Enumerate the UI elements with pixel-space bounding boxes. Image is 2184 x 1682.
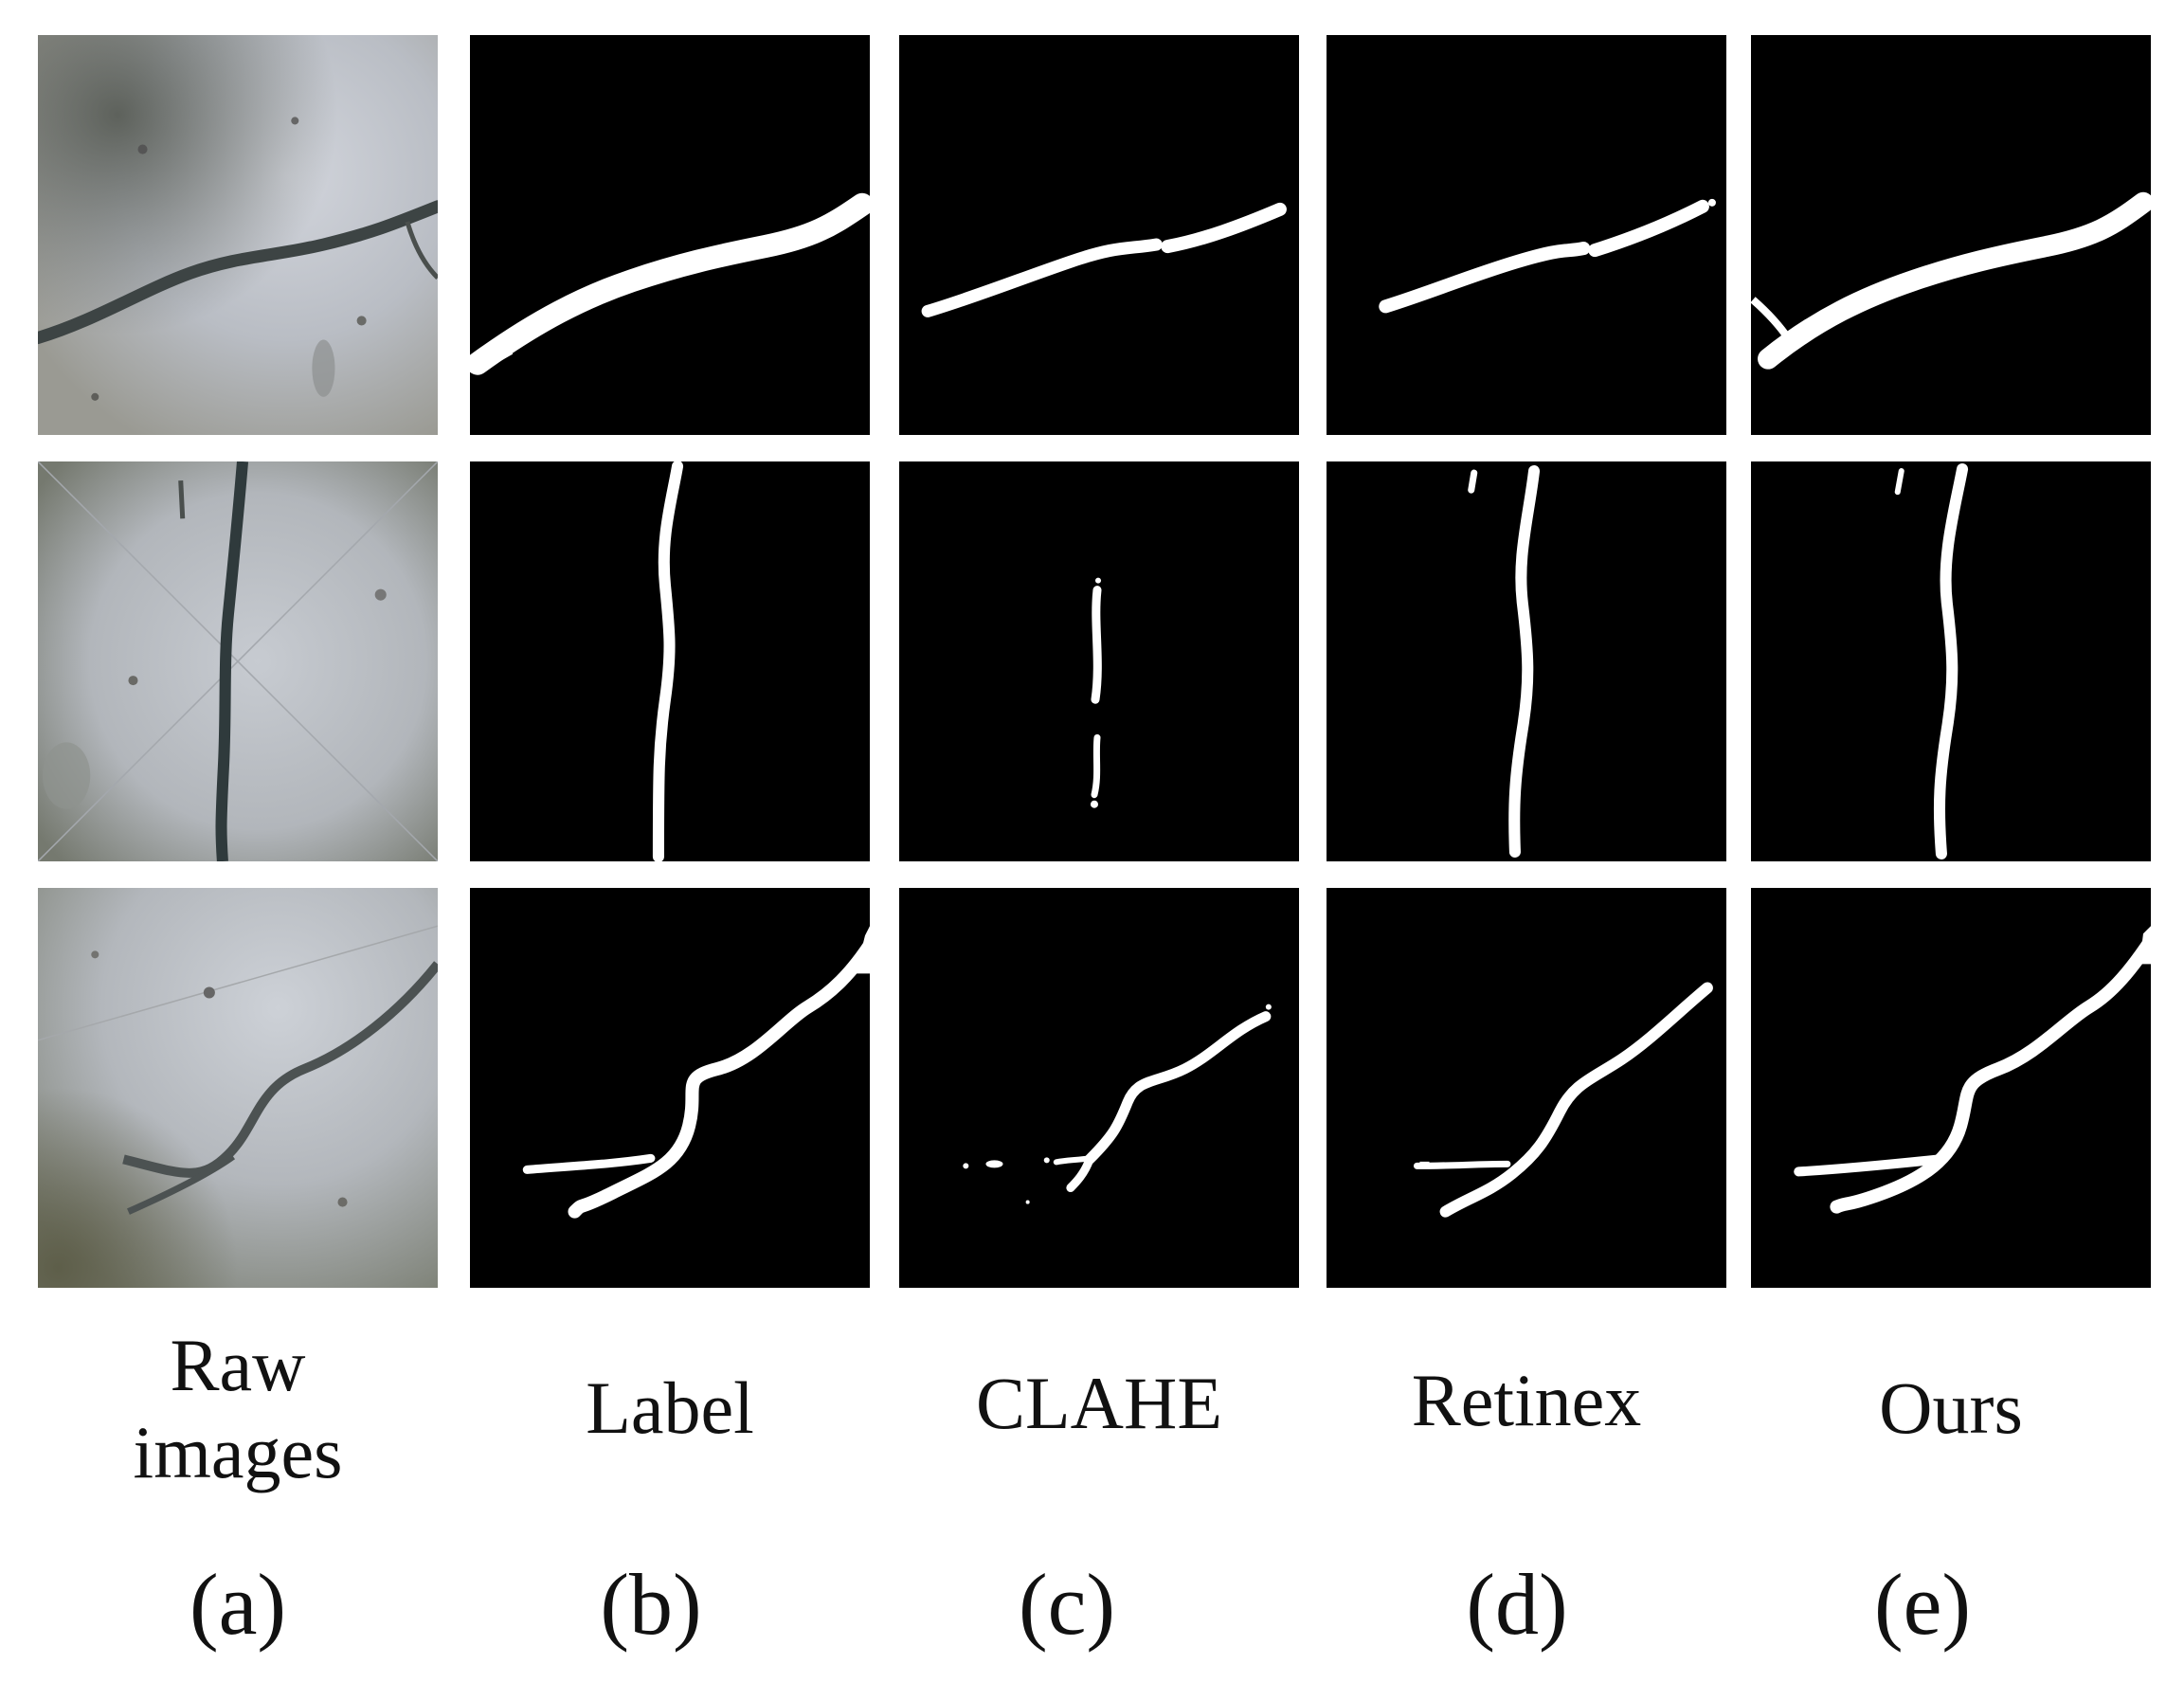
label-mask-row-3 bbox=[470, 888, 871, 1288]
label-mask-row-1 bbox=[469, 35, 871, 435]
panel-letter-b: (b) bbox=[600, 1556, 702, 1653]
ours-mask-row-1 bbox=[1751, 35, 2151, 435]
clahe-mask-row-3 bbox=[899, 888, 1299, 1288]
clahe-mask-row-2 bbox=[899, 461, 1299, 861]
retinex-mask-row-2 bbox=[1327, 461, 1726, 861]
caption-clahe: CLAHE bbox=[976, 1362, 1222, 1444]
caption-label: Label bbox=[586, 1366, 754, 1449]
ours-mask-row-2 bbox=[1751, 461, 2151, 861]
panel-letter-a: (a) bbox=[189, 1556, 287, 1653]
label-mask-row-2 bbox=[470, 461, 870, 861]
caption-raw-line-1: Raw bbox=[170, 1324, 306, 1406]
panel-letter-d: (d) bbox=[1466, 1556, 1568, 1653]
raw-image-row-3 bbox=[38, 888, 438, 1288]
retinex-mask-row-3 bbox=[1327, 888, 1726, 1288]
caption-raw-line-2: images bbox=[133, 1411, 343, 1494]
clahe-mask-row-1 bbox=[899, 35, 1299, 435]
panel-letter-c: (c) bbox=[1018, 1556, 1116, 1653]
ours-mask-row-3 bbox=[1751, 888, 2151, 1288]
raw-image-row-1 bbox=[38, 35, 438, 435]
raw-image-row-2 bbox=[38, 461, 438, 861]
caption-ours: Ours bbox=[1879, 1366, 2023, 1449]
panel-letter-e: (e) bbox=[1873, 1556, 1972, 1653]
caption-retinex: Retinex bbox=[1411, 1359, 1642, 1441]
caption-raw-images: Raw images bbox=[38, 1322, 438, 1496]
retinex-mask-row-1 bbox=[1327, 35, 1726, 435]
